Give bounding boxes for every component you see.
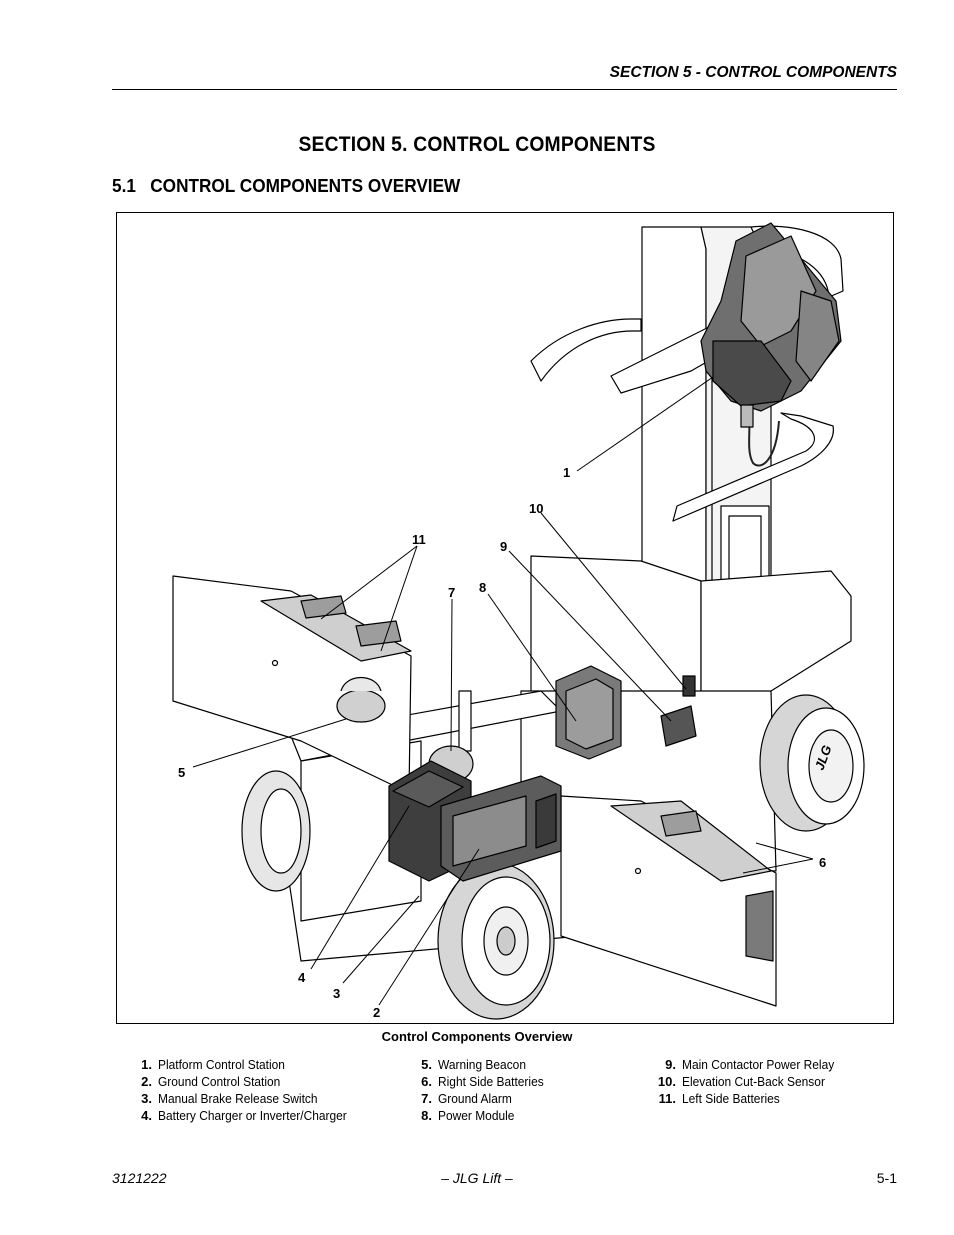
- callout-9: 9: [500, 539, 507, 554]
- legend-label: Ground Control Station: [158, 1074, 281, 1089]
- legend-number: 7.: [421, 1091, 432, 1106]
- legend-label: Main Contactor Power Relay: [682, 1057, 835, 1072]
- right-battery-box: [560, 795, 777, 1007]
- legend-number: 8.: [421, 1108, 432, 1123]
- callout-10: 10: [529, 501, 543, 516]
- callout-11: 11: [412, 532, 426, 547]
- legend-item: 11. Left Side Batteries: [648, 1090, 847, 1107]
- subsection-title: 5.1 CONTROL COMPONENTS OVERVIEW: [112, 175, 461, 196]
- legend-number: 2.: [141, 1074, 152, 1089]
- legend-label: Battery Charger or Inverter/Charger: [158, 1108, 347, 1123]
- legend-item: 8. Power Module: [404, 1107, 553, 1124]
- legend-label: Manual Brake Release Switch: [158, 1091, 318, 1106]
- legend-item: 1. Platform Control Station: [124, 1056, 363, 1073]
- legend-number: 9.: [665, 1057, 676, 1072]
- legend-item: 5. Warning Beacon: [404, 1056, 553, 1073]
- callout-3: 3: [333, 986, 340, 1001]
- callout-8: 8: [479, 580, 486, 595]
- power-module-shape: [555, 665, 622, 760]
- leader-lines: [192, 376, 814, 1006]
- header-rule: [112, 89, 897, 90]
- platform-control-station: [700, 222, 842, 467]
- legend-label: Elevation Cut-Back Sensor: [682, 1074, 825, 1089]
- legend-item: 3. Manual Brake Release Switch: [124, 1090, 363, 1107]
- legend-label: Ground Alarm: [438, 1091, 512, 1106]
- callout-4: 4: [298, 970, 306, 985]
- running-header: SECTION 5 - CONTROL COMPONENTS: [609, 64, 897, 81]
- footer-doc-number: 3121222: [112, 1170, 167, 1186]
- legend-item: 10. Elevation Cut-Back Sensor: [648, 1073, 847, 1090]
- legend-label: Left Side Batteries: [682, 1091, 780, 1106]
- legend-item: 4. Battery Charger or Inverter/Charger: [124, 1107, 363, 1124]
- right-rear-wheel: [759, 694, 865, 832]
- legend-item: 9. Main Contactor Power Relay: [648, 1056, 847, 1073]
- warning-beacon-shape: [336, 677, 386, 723]
- callout-2: 2: [373, 1005, 380, 1020]
- legend-number: 10.: [657, 1074, 676, 1089]
- legend-label: Right Side Batteries: [438, 1074, 544, 1089]
- left-battery-box: [172, 575, 412, 794]
- legend-item: 6. Right Side Batteries: [404, 1073, 553, 1090]
- legend-column-3: 9. Main Contactor Power Relay 10. Elevatio…: [648, 1056, 847, 1107]
- legend-number: 1.: [141, 1057, 152, 1072]
- footer-page-number: 5-1: [876, 1170, 897, 1186]
- legend-number: 4.: [141, 1108, 152, 1123]
- figure-caption: Control Components Overview: [381, 1029, 573, 1044]
- cutback-sensor-shape: [682, 675, 696, 697]
- legend-item: 2. Ground Control Station: [124, 1073, 363, 1090]
- callout-6: 6: [819, 855, 826, 870]
- callout-5: 5: [178, 765, 185, 780]
- legend-number: 6.: [421, 1074, 432, 1089]
- legend-number: 3.: [141, 1091, 152, 1106]
- ground-control-station-shape: [440, 775, 562, 882]
- footer-center-title: – JLG Lift –: [441, 1170, 513, 1186]
- legend-label: Power Module: [438, 1108, 515, 1123]
- callouts: 1 2 3 4 5 6 7 8 9 10 11: [178, 465, 826, 1020]
- figure-frame: JLG 1 2 3 4 5 6 7 8 9: [116, 212, 894, 1024]
- legend-item: 7. Ground Alarm: [404, 1090, 553, 1107]
- legend-number: 5.: [421, 1057, 432, 1072]
- callout-7: 7: [448, 585, 455, 600]
- contactor-shape: [660, 705, 697, 747]
- legend-label: Warning Beacon: [438, 1057, 526, 1072]
- legend-label: Platform Control Station: [158, 1057, 285, 1072]
- legend-number: 11.: [658, 1091, 676, 1106]
- callout-1: 1: [563, 465, 570, 480]
- section-title: SECTION 5. CONTROL COMPONENTS: [298, 133, 656, 156]
- left-rear-wheel: [241, 770, 311, 892]
- legend-column-2: 5.Warning Beacon 6.Right Side Batteries …: [404, 1056, 553, 1124]
- legend-column-1: 1. Platform Control Station 2. Ground Cont…: [124, 1056, 363, 1124]
- machine-illustration: JLG 1 2 3 4 5 6 7 8 9: [172, 222, 865, 1020]
